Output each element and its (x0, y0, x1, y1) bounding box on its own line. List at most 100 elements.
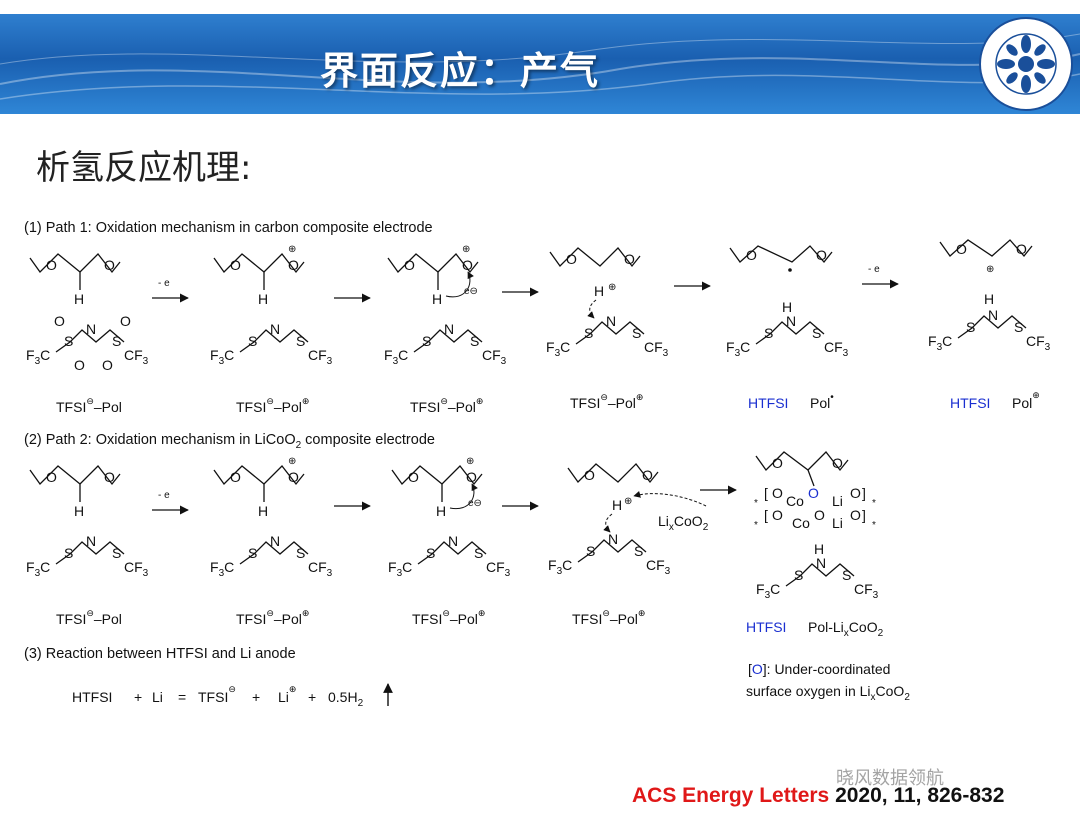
svg-text:H: H (612, 497, 622, 513)
citation-ref: 2020, 11, 826-832 (829, 784, 1005, 807)
svg-text:S: S (812, 325, 821, 341)
svg-text:S: S (474, 545, 483, 561)
svg-text:O: O (956, 241, 967, 257)
svg-text:O: O (462, 257, 473, 273)
svg-text:*: * (754, 520, 758, 531)
svg-text:N: N (86, 533, 96, 549)
svg-text:TFSI⊖–Pol⊕: TFSI⊖–Pol⊕ (236, 396, 309, 415)
svg-text:HTFSI: HTFSI (72, 689, 112, 705)
surface-oxygen-note: [O]: Under-coordinated surface oxygen in… (746, 661, 910, 703)
svg-text:CF3: CF3 (646, 557, 671, 577)
svg-text:e⊖: e⊖ (464, 286, 478, 297)
svg-text:+: + (308, 689, 316, 705)
svg-text:O: O (746, 247, 757, 263)
svg-text:*: * (754, 498, 758, 509)
citation: ACS Energy Letters 2020, 11, 826-832 (632, 784, 1004, 808)
svg-text:S: S (1014, 319, 1023, 335)
svg-text:TFSI⊖–Pol⊕: TFSI⊖–Pol⊕ (410, 396, 483, 415)
cas-logo-icon (979, 17, 1073, 111)
svg-text:F3C: F3C (756, 581, 780, 601)
svg-text:O: O (288, 257, 299, 273)
surface-oxygen: O (808, 485, 819, 501)
svg-text:O: O (46, 469, 57, 485)
svg-text:F3C: F3C (548, 557, 572, 577)
svg-text:CF3: CF3 (308, 559, 333, 579)
svg-text:Co: Co (786, 493, 804, 509)
svg-text:H: H (782, 299, 792, 315)
svg-text:H: H (436, 503, 446, 519)
svg-text:- e: - e (158, 278, 170, 289)
svg-text:N: N (608, 531, 618, 547)
path2-label: (2) Path 2: Oxidation mechanism in LiCoO… (24, 432, 435, 451)
svg-text:S: S (586, 543, 595, 559)
row1-structure-6: O O ⊕ F3C S N H S CF3 HTFSI Pol⊕ (928, 239, 1051, 411)
svg-text:S: S (248, 545, 257, 561)
svg-text:TFSI⊖–Pol⊕: TFSI⊖–Pol⊕ (412, 608, 485, 627)
svg-text:O: O (288, 469, 299, 485)
svg-text:N: N (786, 313, 796, 329)
svg-text:S: S (112, 333, 121, 349)
svg-text:Pol•: Pol• (810, 392, 834, 411)
svg-text:O: O (584, 467, 595, 483)
svg-text:]: ] (862, 485, 866, 501)
header-banner: 界面反应：产气 (0, 14, 1080, 114)
svg-text:Li: Li (832, 493, 843, 509)
svg-text:Li: Li (152, 689, 163, 705)
svg-text:O: O (230, 257, 241, 273)
svg-text:TFSI⊖: TFSI⊖ (198, 684, 236, 705)
svg-text:O: O (54, 313, 65, 329)
svg-text:[O]: Under-coordinated: [O]: Under-coordinated (748, 661, 890, 677)
svg-text:H: H (594, 283, 604, 299)
svg-text:H: H (984, 291, 994, 307)
svg-text:N: N (444, 321, 454, 337)
svg-text:Li⊕: Li⊕ (278, 684, 296, 705)
atom-o: O (46, 257, 57, 273)
svg-text:S: S (764, 325, 773, 341)
svg-text:H: H (814, 541, 824, 557)
htfsi-label: HTFSI (950, 395, 990, 411)
htfsi-label: HTFSI (748, 395, 788, 411)
svg-text:S: S (966, 319, 975, 335)
pol-licoo2-label: Pol-LixCoO2 (808, 619, 884, 639)
row1-structure-2: O O ⊕ H F3C S N S CF3 TFSI⊖–Pol⊕ (210, 244, 333, 415)
svg-text:⊕: ⊕ (624, 496, 632, 507)
svg-text:S: S (112, 545, 121, 561)
svg-text:[: [ (764, 485, 768, 501)
svg-text:H: H (258, 503, 268, 519)
svg-text:surface oxygen in LixCoO2: surface oxygen in LixCoO2 (746, 683, 910, 703)
svg-text:N: N (86, 321, 96, 337)
svg-text:- e: - e (158, 490, 170, 501)
svg-text:TFSI⊖–Pol⊕: TFSI⊖–Pol⊕ (236, 608, 309, 627)
svg-text:⊕: ⊕ (288, 456, 296, 467)
svg-text:F3C: F3C (210, 347, 234, 367)
svg-text:O: O (832, 455, 843, 471)
species-label: TFSI⊖–Pol (56, 396, 122, 415)
equation-li-reaction: HTFSI + Li = TFSI⊖ + Li⊕ + 0.5H2 (72, 683, 393, 709)
svg-text:CF3: CF3 (308, 347, 333, 367)
svg-text:N: N (816, 555, 826, 571)
row2-structure-2: O O ⊕ H F3C S N S CF3 TFSI⊖–Pol⊕ (210, 456, 333, 627)
svg-text:F3C: F3C (726, 339, 750, 359)
svg-text:S: S (296, 545, 305, 561)
svg-text:- e: - e (868, 264, 880, 275)
htfsi-label: HTFSI (746, 619, 786, 635)
svg-text:⊕: ⊕ (462, 244, 470, 255)
svg-text:S: S (248, 333, 257, 349)
svg-text:e⊖: e⊖ (468, 498, 482, 509)
svg-text:+: + (134, 689, 142, 705)
svg-text:O: O (230, 469, 241, 485)
svg-text:CF3: CF3 (644, 339, 669, 359)
svg-text:Li: Li (832, 515, 843, 531)
svg-text:O: O (74, 357, 85, 373)
svg-text:O: O (816, 247, 827, 263)
arrow-electron-2: - e (862, 264, 899, 289)
svg-text:Pol⊕: Pol⊕ (1012, 390, 1040, 411)
path3-label: (3) Reaction between HTFSI and Li anode (24, 646, 296, 662)
svg-text:S: S (64, 545, 73, 561)
svg-text:S: S (470, 333, 479, 349)
svg-text:S: S (296, 333, 305, 349)
svg-text:H: H (258, 291, 268, 307)
svg-text:[: [ (764, 507, 768, 523)
svg-text:O: O (850, 507, 861, 523)
svg-text:F3C: F3C (388, 559, 412, 579)
